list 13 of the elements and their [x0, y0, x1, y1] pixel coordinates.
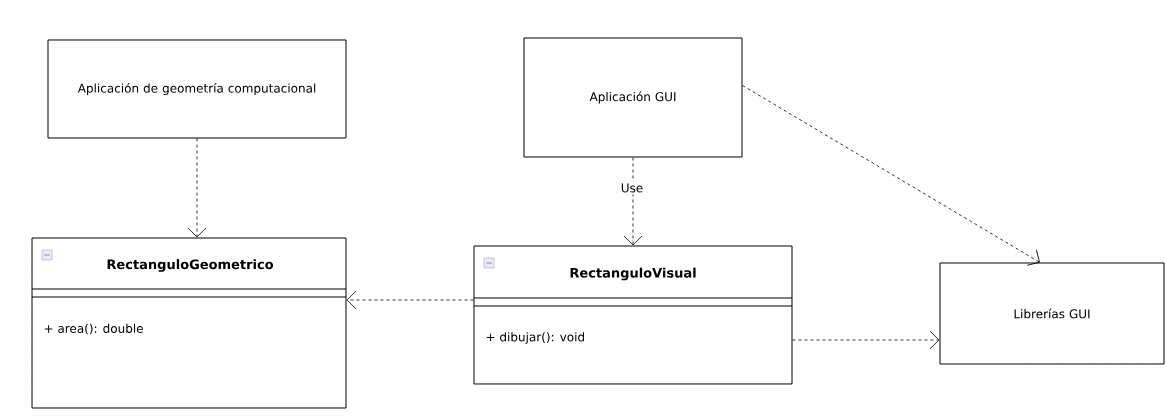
class-method: + dibujar(): void: [486, 332, 584, 344]
dependency-arrow: [346, 290, 474, 310]
dependency-arrow: [792, 330, 940, 350]
class-name: RectanguloVisual: [570, 267, 696, 281]
component-box: Aplicación GUI: [523, 37, 743, 158]
edge-label: Use: [618, 181, 646, 195]
dependency-arrow: [742, 85, 1040, 266]
dependency-arrow: [187, 138, 207, 238]
class-name: RectanguloGeometrico: [107, 259, 274, 272]
dependency-arrow: [623, 157, 643, 246]
class-method: + area(): double: [44, 323, 143, 335]
component-box: Librerías GUI: [939, 262, 1165, 365]
component-box: Aplicación de geometría computacional: [47, 39, 347, 139]
